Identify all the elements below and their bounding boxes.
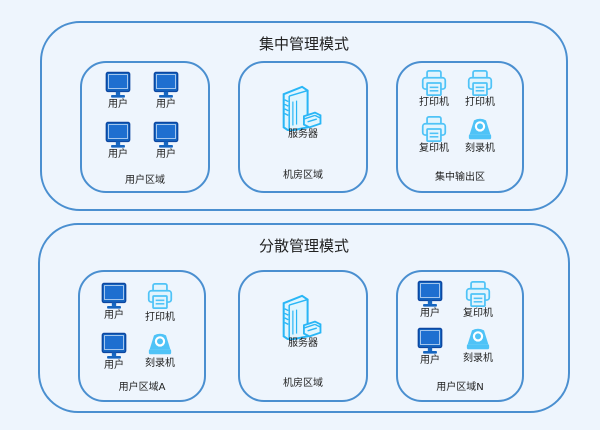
disc-burner-icon [467, 117, 493, 141]
device-copier: 复印机 [412, 115, 456, 154]
device-printer: 打印机 [458, 69, 502, 108]
device-label: 打印机 [145, 312, 175, 323]
device-server: 服务器 [276, 294, 330, 349]
device-copier: 复印机 [456, 280, 500, 319]
device-label: 用户 [108, 99, 128, 110]
device-label: 服务器 [288, 129, 318, 140]
printer-icon [421, 69, 447, 97]
printer-icon [147, 282, 173, 310]
zone-label: 用户区域A [118, 382, 166, 393]
device-label: 复印机 [463, 308, 493, 319]
device-server: 服务器 [276, 85, 330, 140]
copier-icon [465, 280, 491, 308]
user-zone-a: 用户 打印机 用户 刻录机 用户区域A [78, 270, 206, 402]
monitor-icon [153, 121, 179, 149]
disc-burner-icon [465, 327, 491, 351]
device-label: 刻录机 [145, 358, 175, 369]
monitor-icon [105, 121, 131, 149]
server-icon [280, 294, 326, 340]
monitor-icon [101, 282, 127, 310]
monitor-icon [417, 280, 443, 308]
device-user: 用户 [92, 332, 136, 371]
device-label: 复印机 [419, 143, 449, 154]
distributed-mode-title: 分散管理模式 [258, 237, 349, 255]
device-label: 用户 [108, 149, 128, 160]
monitor-icon [105, 71, 131, 99]
device-user: 用户 [96, 121, 140, 160]
device-label: 用户 [104, 310, 124, 321]
device-label: 用户 [156, 99, 176, 110]
device-user: 用户 [92, 282, 136, 321]
centralized-mode-panel: 集中管理模式 用户 用户 用户 用户 用户区域 服务器 机房区域 [40, 21, 568, 211]
device-label: 打印机 [419, 97, 449, 108]
device-user: 用户 [408, 280, 452, 319]
server-room-zone: 服务器 机房区域 [238, 61, 368, 193]
central-output-zone: 打印机 打印机 复印机 刻录机 集中输出区 [396, 61, 524, 193]
device-user: 用户 [144, 71, 188, 110]
disc-burner-icon [147, 332, 173, 356]
printer-icon [467, 69, 493, 97]
server-room-zone: 服务器 机房区域 [238, 270, 368, 402]
device-label: 用户 [420, 308, 440, 319]
device-label: 用户 [156, 149, 176, 160]
device-label: 打印机 [465, 97, 495, 108]
monitor-icon [101, 332, 127, 360]
zone-label: 机房区域 [283, 170, 323, 181]
zone-label: 机房区域 [283, 378, 323, 389]
device-label: 用户 [420, 355, 440, 366]
device-disc-burner: 刻录机 [458, 117, 502, 154]
zone-label: 集中输出区 [435, 172, 485, 183]
device-user: 用户 [408, 327, 452, 366]
device-printer: 打印机 [412, 69, 456, 108]
copier-icon [421, 115, 447, 143]
centralized-mode-title: 集中管理模式 [258, 35, 349, 53]
monitor-icon [153, 71, 179, 99]
device-disc-burner: 刻录机 [456, 327, 500, 364]
device-label: 刻录机 [463, 353, 493, 364]
zone-label: 用户区域N [436, 382, 484, 393]
device-user: 用户 [96, 71, 140, 110]
user-zone-n: 用户 复印机 用户 刻录机 用户区域N [396, 270, 524, 402]
device-disc-burner: 刻录机 [138, 332, 182, 369]
distributed-mode-panel: 分散管理模式 用户 打印机 用户 刻录机 用户区域A 服务器 机房区域 [38, 223, 570, 413]
user-zone: 用户 用户 用户 用户 用户区域 [80, 61, 210, 193]
monitor-icon [417, 327, 443, 355]
device-label: 服务器 [288, 338, 318, 349]
device-label: 用户 [104, 360, 124, 371]
device-user: 用户 [144, 121, 188, 160]
device-printer: 打印机 [138, 282, 182, 323]
server-icon [280, 85, 326, 131]
zone-label: 用户区域 [125, 175, 165, 186]
device-label: 刻录机 [465, 143, 495, 154]
